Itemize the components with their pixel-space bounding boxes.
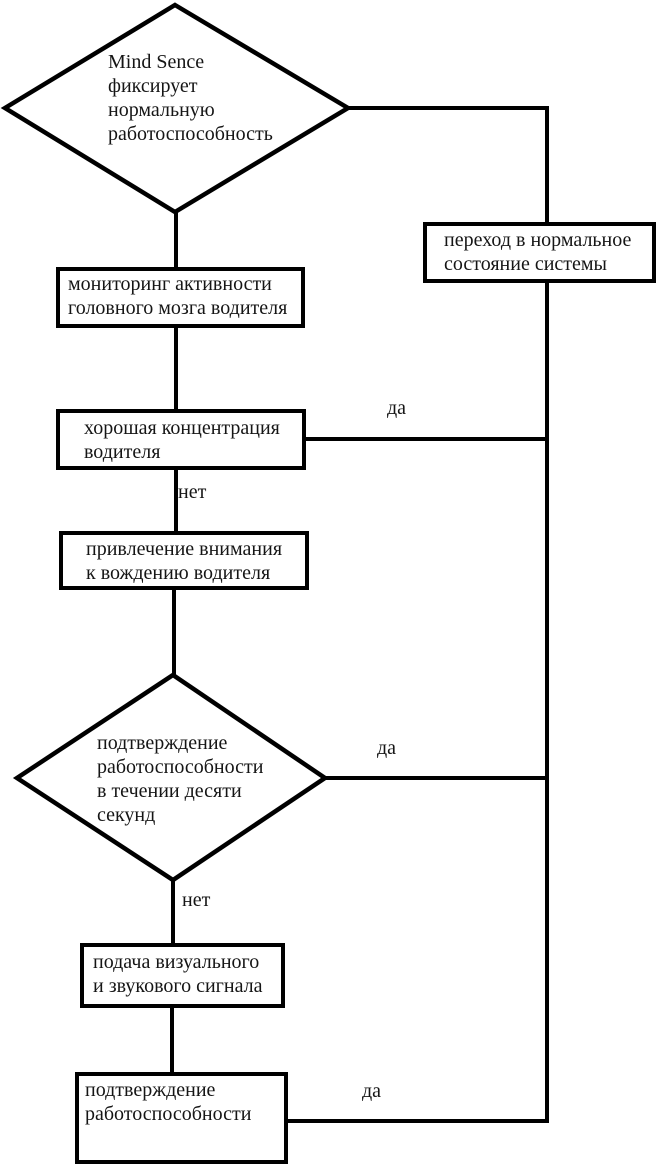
- decision-diamond-mind-sense: [0, 2, 353, 215]
- process-box-monitoring: мониторинг активности головного мозга во…: [56, 267, 305, 328]
- process-box-confirm: подтверждение работоспособности: [75, 1072, 288, 1164]
- edge-label-confirm-10s-no: нет: [182, 889, 211, 911]
- decision-confirm-10s-label: подтверждение работоспособности в течени…: [97, 732, 264, 826]
- process-box-attention: привлечение внимания к вождению водителя: [59, 531, 309, 590]
- edge-label-concentration-yes: да: [387, 397, 407, 419]
- process-box-normal-state: переход в нормальное состояние системы: [423, 222, 656, 283]
- decision-mind-sense-label: Mind Sence фиксирует нормальную работосп…: [108, 51, 273, 145]
- edge-label-confirm-10s-yes: да: [377, 737, 397, 759]
- edge-label-concentration-no: нет: [178, 481, 207, 503]
- process-box-concentration: хорошая концентрация водителя: [56, 409, 306, 470]
- process-box-signal: подача визуального и звукового сигнала: [80, 943, 285, 1008]
- decision-diamond-confirm-10s: [12, 672, 330, 883]
- edge-label-confirm-yes: да: [362, 1080, 382, 1102]
